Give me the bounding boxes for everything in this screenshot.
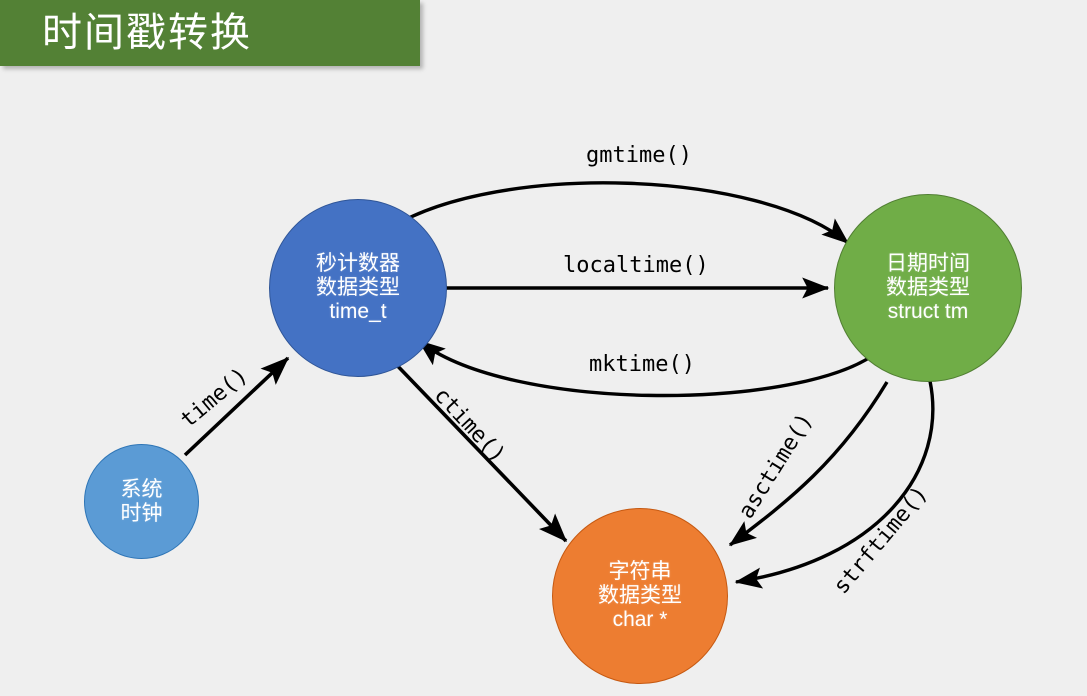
node-system-clock[interactable]: 系统 时钟: [84, 444, 199, 559]
edge-asctime: [728, 381, 889, 547]
node-struct-tm-line-3: struct tm: [887, 299, 969, 323]
edge-gmtime: [391, 181, 850, 245]
node-char-star-line-1: 字符串: [608, 559, 672, 584]
node-time-t[interactable]: 秒计数器 数据类型 time_t: [269, 199, 447, 377]
node-char-star-line-3: char *: [612, 607, 668, 631]
edge-mktime: [417, 339, 873, 398]
node-struct-tm-line-1: 日期时间: [886, 251, 970, 276]
edge-label-gmtime: gmtime(): [586, 143, 692, 168]
edge-label-mktime: mktime(): [589, 352, 695, 377]
node-time-t-line-3: time_t: [329, 299, 387, 323]
edge-time: [183, 356, 290, 457]
edge-ctime: [387, 355, 568, 543]
node-time-t-line-2: 数据类型: [316, 275, 400, 300]
title-banner: 时间戳转换: [0, 0, 420, 66]
node-char-star[interactable]: 字符串 数据类型 char *: [552, 508, 728, 684]
node-struct-tm-line-2: 数据类型: [886, 275, 970, 300]
node-system-clock-line-2: 时钟: [120, 500, 163, 525]
node-system-clock-line-1: 系统: [120, 476, 163, 501]
page-title: 时间戳转换: [42, 10, 252, 56]
node-time-t-line-1: 秒计数器: [316, 251, 400, 276]
edge-label-localtime: localtime(): [563, 253, 709, 278]
node-char-star-line-2: 数据类型: [598, 583, 682, 608]
node-struct-tm[interactable]: 日期时间 数据类型 struct tm: [834, 194, 1022, 382]
edge-strftime: [734, 380, 935, 589]
